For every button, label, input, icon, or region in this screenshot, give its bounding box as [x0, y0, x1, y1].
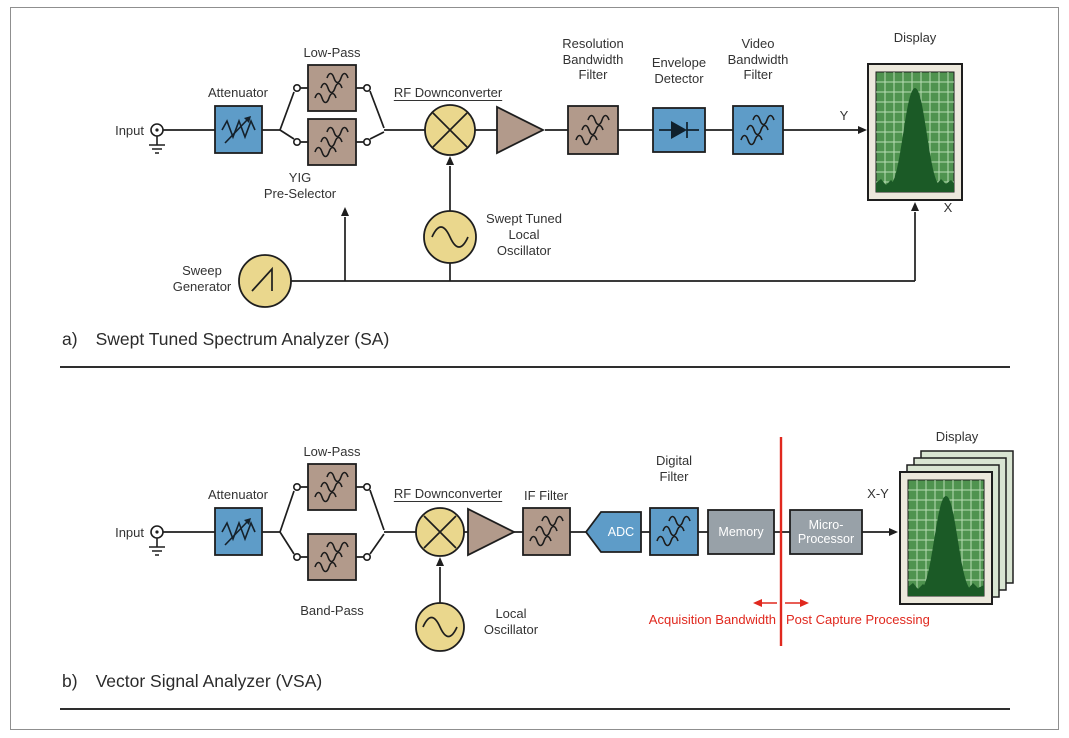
rf-downconverter-label-b: RF Downconverter [393, 486, 503, 501]
diagram-a-graphics [149, 63, 963, 308]
swept-lo-label-a: Swept Tuned Local Oscillator [486, 211, 562, 258]
rbw-filter-label-a: Resolution Bandwidth Filter [562, 36, 624, 82]
bandpass-filter-block-b [307, 533, 357, 581]
input-connector-b [149, 525, 165, 556]
wires-b [163, 486, 890, 603]
display-stack-b [899, 450, 1014, 605]
envelope-detector-block-a [652, 107, 706, 153]
local-oscillator-b [415, 602, 465, 652]
vbw-filter-label-a: Video Bandwidth Filter [727, 36, 789, 82]
wires-a [163, 87, 916, 282]
caption-a: a) Swept Tuned Spectrum Analyzer (SA) [62, 329, 389, 350]
sweep-generator-a [238, 254, 292, 308]
input-label-b: Input [115, 525, 144, 540]
local-oscillator-label-b: Local Oscillator [483, 606, 539, 637]
yig-preselector-block-a [307, 118, 357, 166]
switch-contacts-a [292, 84, 371, 147]
lowpass-filter-block-a [307, 64, 357, 112]
adc-label-b: ADC [607, 524, 635, 539]
divider-b [60, 708, 1010, 710]
caption-a-prefix: a) [62, 329, 78, 349]
if-filter-label-b: IF Filter [523, 488, 569, 503]
rbw-filter-block-a [567, 105, 619, 155]
swept-lo-a [423, 210, 477, 264]
display-label-a: Display [893, 30, 937, 45]
microprocessor-label-b: Micro- Processor [797, 517, 855, 547]
yig-preselector-label-a: YIG Pre-Selector [263, 170, 337, 201]
display-a [867, 63, 963, 201]
x-axis-label-a: X [943, 200, 953, 215]
acquisition-bandwidth-label-b: Acquisition Bandwidth [648, 612, 776, 627]
if-filter-block-b [522, 507, 571, 556]
caption-b-prefix: b) [62, 671, 78, 691]
lowpass-label-a: Low-Pass [303, 45, 361, 60]
arrowheads-b [436, 528, 898, 566]
digital-filter-label-b: Digital Filter [655, 453, 693, 484]
post-capture-label-b: Post Capture Processing [786, 612, 930, 627]
sweep-generator-label-a: Sweep Generator [172, 263, 232, 294]
input-connector-a [149, 123, 165, 154]
vbw-filter-block-a [732, 105, 784, 155]
display-b-peak [920, 496, 972, 596]
attenuator-label-b: Attenuator [208, 487, 268, 502]
bandpass-label-b: Band-Pass [300, 603, 364, 618]
xy-axis-label-b: X-Y [867, 486, 889, 501]
rf-downconverter-label-a: RF Downconverter [393, 85, 503, 100]
lowpass-label-b: Low-Pass [303, 444, 361, 459]
display-label-b: Display [935, 429, 979, 444]
divider-a [60, 366, 1010, 368]
caption-b-text: Vector Signal Analyzer (VSA) [95, 671, 323, 691]
figure-border [10, 7, 1059, 730]
envelope-detector-label-a: Envelope Detector [651, 55, 707, 86]
display-a-peak [889, 88, 941, 192]
memory-label-b: Memory [718, 524, 764, 539]
input-label-a: Input [115, 123, 144, 138]
arrowheads-a [341, 126, 919, 216]
mixer-b [415, 507, 465, 557]
red-arrowheads-b [753, 599, 809, 607]
caption-b: b) Vector Signal Analyzer (VSA) [62, 671, 322, 692]
mixer-a [424, 104, 476, 156]
digital-filter-block-b [649, 507, 699, 556]
y-axis-label-a: Y [839, 108, 849, 123]
amplifier-a [496, 105, 546, 155]
lowpass-filter-block-b [307, 463, 357, 511]
memory-block-b [707, 509, 775, 555]
attenuator-block-b [214, 507, 263, 556]
caption-a-text: Swept Tuned Spectrum Analyzer (SA) [95, 329, 390, 349]
acquisition-boundary-line [762, 437, 800, 646]
attenuator-block-a [214, 105, 263, 154]
adc-block-b [584, 511, 642, 553]
diagram-b-graphics [149, 437, 1014, 652]
attenuator-label-a: Attenuator [208, 85, 268, 100]
amplifier-b [467, 507, 517, 557]
microprocessor-block-b [789, 509, 863, 555]
switch-contacts-b [292, 482, 371, 561]
